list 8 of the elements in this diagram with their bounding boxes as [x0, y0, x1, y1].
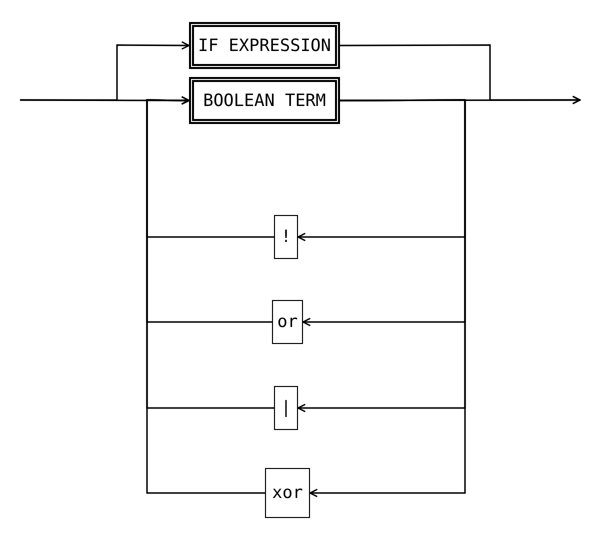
terminal-box: xor: [265, 468, 310, 518]
nonterminal-box: BOOLEAN TERM: [189, 77, 340, 124]
connector-arrow: [309, 99, 466, 498]
nonterminal-box: IF EXPRESSION: [189, 22, 340, 69]
terminal-box: !: [274, 215, 298, 259]
terminal-box: or: [272, 300, 303, 344]
terminal-box: |: [274, 386, 298, 430]
connector-arrow: [146, 96, 265, 494]
